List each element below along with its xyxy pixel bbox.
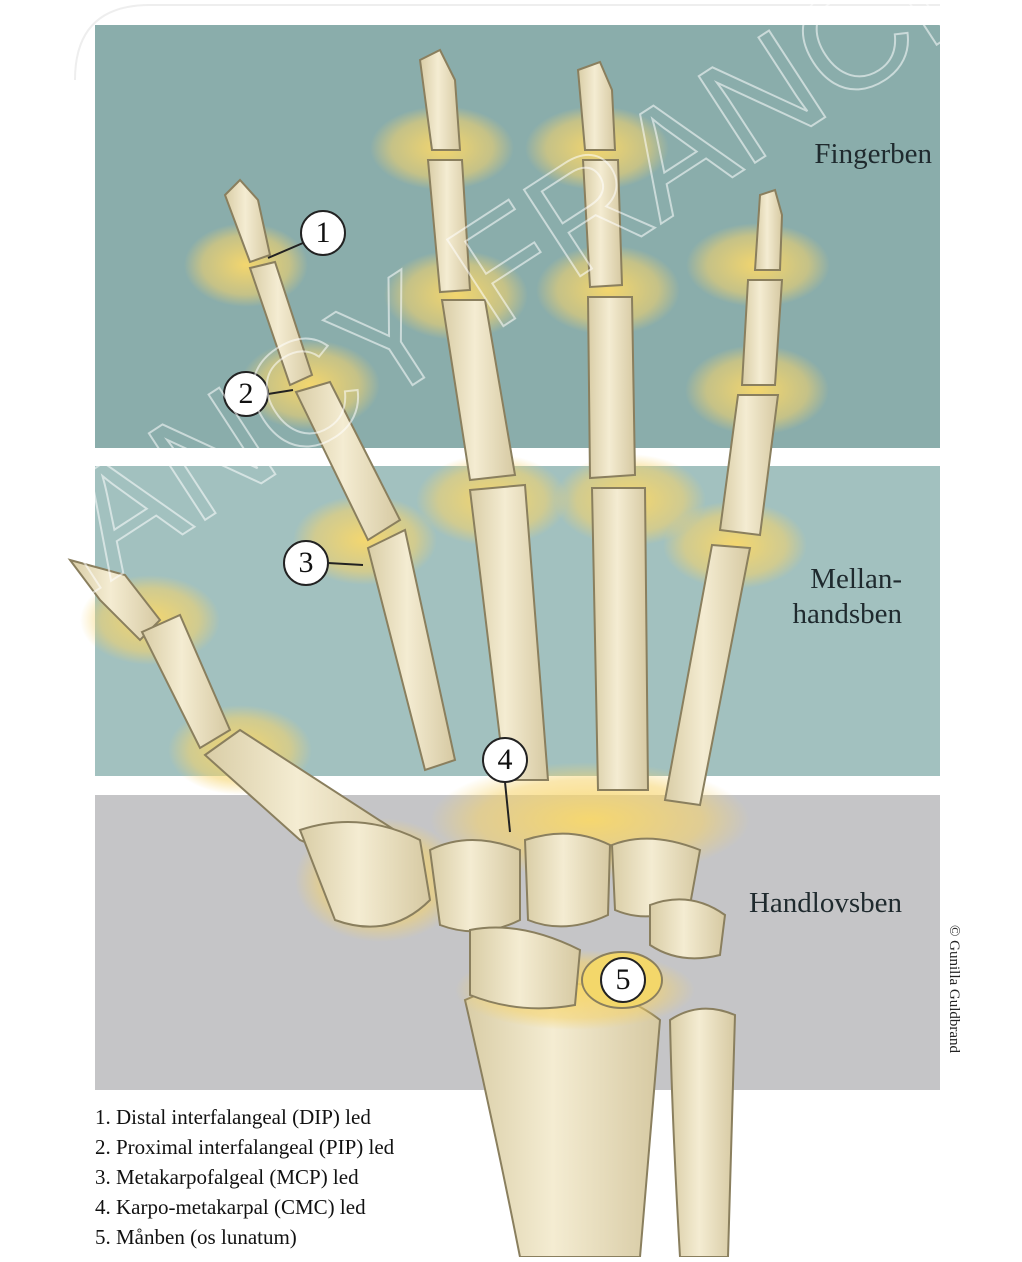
copyright-credit: © Gunilla Guldbrand	[940, 925, 970, 1105]
copyright-text: © Gunilla Guldbrand	[945, 925, 962, 1053]
metacarpals-region-label: Mellan- handsben	[700, 562, 902, 632]
legend-item-5: 5. Månben (os lunatum)	[95, 1222, 560, 1252]
callout-leader-1	[268, 243, 303, 258]
metacarpals-label-line-1: Mellan-	[700, 562, 902, 597]
legend-item-4: 4. Karpo-metakarpal (CMC) led	[95, 1192, 560, 1222]
legend-list: 1. Distal interfalangeal (DIP) led 2. Pr…	[0, 1090, 560, 1252]
metacarpals-label-line-2: handsben	[700, 597, 902, 632]
callout-leader-4	[505, 782, 510, 832]
legend: 1. Distal interfalangeal (DIP) led 2. Pr…	[0, 1090, 560, 1257]
callout-leader-2	[268, 390, 293, 394]
legend-item-1: 1. Distal interfalangeal (DIP) led	[95, 1102, 560, 1132]
callout-number-1: 1	[300, 210, 346, 256]
callout-leader-3	[328, 563, 363, 565]
fingers-region-label: Fingerben	[700, 137, 932, 172]
callout-number-2: 2	[223, 371, 269, 417]
wrist-region-label: Handlovsben	[690, 886, 902, 921]
callout-number-5: 5	[600, 957, 646, 1003]
callout-number-4: 4	[482, 737, 528, 783]
legend-item-2: 2. Proximal interfalangeal (PIP) led	[95, 1132, 560, 1162]
legend-item-3: 3. Metakarpofalgeal (MCP) led	[95, 1162, 560, 1192]
callout-number-3: 3	[283, 540, 329, 586]
